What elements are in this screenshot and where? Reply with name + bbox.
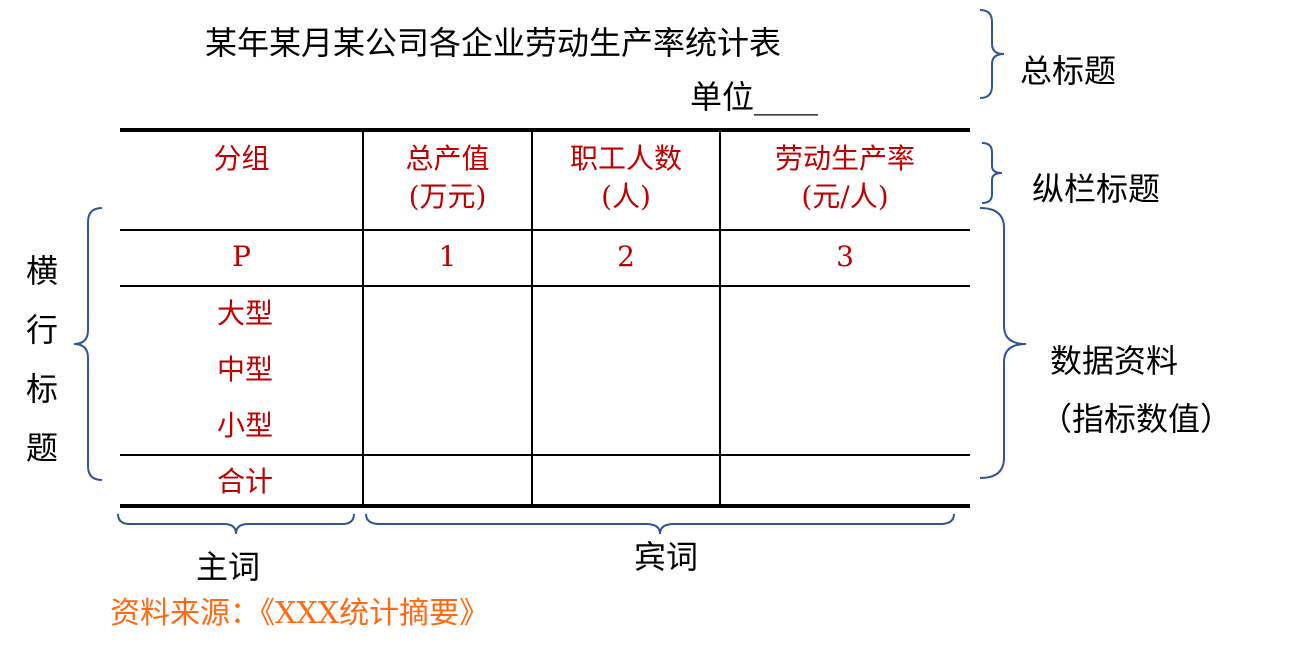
row-total: 合计 [216,465,273,498]
header-group: 分组 [213,142,270,175]
row-small: 小型 [216,409,273,442]
header-workers: 职工人数 (人) [569,142,682,213]
col-divider [531,130,533,506]
label-predicate: 宾词 [634,538,699,576]
table-title: 某年某月某公司各企业劳动生产率统计表 [205,24,782,62]
code-1: 1 [438,240,457,273]
brace-title [979,9,1005,99]
bottom-rule [120,504,970,508]
code-p: P [232,240,251,273]
code-2: 2 [617,240,635,273]
label-total-title: 总标题 [1020,52,1117,90]
label-row-title-1: 横 [26,252,59,290]
label-subject: 主词 [196,548,261,586]
label-row-title-3: 标 [26,370,59,408]
header-productivity: 劳动生产率 (元/人) [774,142,915,213]
code-3: 3 [836,240,854,273]
label-column-title: 纵栏标题 [1032,170,1161,208]
top-rule [120,128,970,132]
total-rule [120,454,970,456]
brace-subject [117,513,355,535]
row-large: 大型 [216,297,273,330]
col-divider [362,130,364,506]
label-data-sub: （指标数值） [1040,400,1233,438]
brace-data [979,207,1027,479]
row-medium: 中型 [216,353,273,386]
label-row-title-2: 行 [26,311,59,349]
col-divider [719,130,721,506]
brace-rows [73,207,103,481]
header-output: 总产值 (万元) [405,142,490,213]
brace-predicate [365,513,955,535]
code-rule [120,285,970,287]
source-note: 资料来源：《XXX统计摘要》 [110,596,490,631]
header-rule [120,229,970,231]
brace-header [981,142,1003,204]
label-row-title-4: 题 [26,429,59,467]
label-data: 数据资料 [1050,342,1179,380]
unit-label: 单位____ [690,78,819,116]
